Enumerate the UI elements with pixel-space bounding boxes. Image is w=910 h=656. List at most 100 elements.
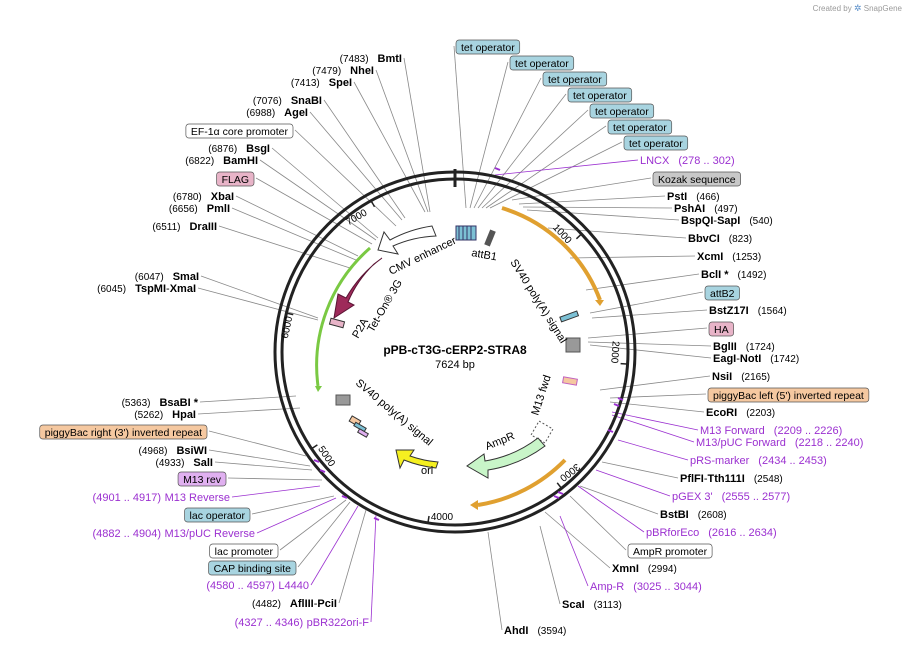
- ori-arrow[interactable]: [395, 449, 439, 470]
- left-label-flag-8[interactable]: FLAG: [222, 174, 249, 186]
- right-label-prs-marker-25[interactable]: pRS-marker: [690, 455, 750, 467]
- left-label-nhei-1[interactable]: NheI: [350, 65, 374, 77]
- piggybac-left-block[interactable]: [562, 376, 578, 386]
- left-label-cap-binding-site-24-box[interactable]: [208, 560, 297, 576]
- right-label-ha-17-box[interactable]: [708, 321, 734, 337]
- right-label-bglii-18[interactable]: BglII: [713, 341, 737, 353]
- right-label-attb2-15-box[interactable]: [704, 285, 740, 301]
- lac-cluster-block[interactable]: [348, 415, 370, 438]
- p2a-block[interactable]: [328, 317, 346, 329]
- right-label-bstz17i-16[interactable]: BstZ17I: [709, 305, 749, 317]
- ampr-arrow[interactable]: [466, 437, 546, 479]
- right-label-piggybac-left-5-inverted-repeat-21-box[interactable]: [707, 387, 870, 403]
- right-label-bbvci-12[interactable]: BbvCI: [688, 233, 720, 245]
- right-label-tet-operator-2[interactable]: tet operator: [548, 74, 602, 86]
- left-label-piggybac-right-3-inverted-repeat-16[interactable]: piggyBac right (3') inverted repeat: [45, 427, 202, 439]
- left-label-sali-18[interactable]: SalI: [193, 457, 213, 469]
- right-label-ahdi-34[interactable]: AhdI: [504, 625, 528, 637]
- left-label-flag-8-box[interactable]: [216, 171, 255, 187]
- right-label-tet-operator-3-box[interactable]: [567, 87, 633, 103]
- cmv-enhancer-arrow[interactable]: [377, 225, 437, 255]
- right-label-eagi-19-alt[interactable]: NotI: [740, 353, 761, 365]
- right-label-psti-9[interactable]: PstI: [667, 191, 687, 203]
- left-label-m13-rev-19-box[interactable]: [177, 471, 227, 487]
- left-label-xbai-9[interactable]: XbaI: [211, 191, 234, 203]
- right-label-tet-operator-5[interactable]: tet operator: [613, 122, 667, 134]
- left-label-bsiwi-17[interactable]: BsiWI: [176, 445, 207, 457]
- left-label-lac-promoter-23[interactable]: lac promoter: [215, 546, 274, 558]
- tet-operator-block[interactable]: [455, 225, 477, 241]
- right-label-bstbi-28[interactable]: BstBI: [660, 509, 689, 521]
- right-label-ampr-promoter-30[interactable]: AmpR promoter: [633, 546, 708, 558]
- right-label-tet-operator-6-box[interactable]: [623, 135, 689, 151]
- right-label-pbrforeco-29[interactable]: pBRforEco: [646, 527, 699, 539]
- left-label-bsgi-6[interactable]: BsgI: [246, 143, 270, 155]
- right-label-tet-operator-3[interactable]: tet operator: [573, 90, 627, 102]
- right-label-eagi-19[interactable]: EagI: [713, 353, 736, 365]
- left-label-snabi-3[interactable]: SnaBI: [291, 95, 322, 107]
- left-label-hpai-15[interactable]: HpaI: [172, 409, 196, 421]
- left-label-bamhi-7[interactable]: BamHI: [223, 155, 258, 167]
- left-label-lac-operator-21-box[interactable]: [184, 507, 251, 523]
- right-label-xcmi-13[interactable]: XcmI: [697, 251, 723, 263]
- right-label-kozak-sequence-8[interactable]: Kozak sequence: [658, 174, 736, 186]
- right-label-tet-operator-2-box[interactable]: [542, 71, 608, 87]
- left-label-pbr322ori-f-27[interactable]: pBR322ori-F: [307, 617, 370, 629]
- left-label-ef-1-core-promoter-5[interactable]: EF-1α core promoter: [191, 126, 289, 138]
- attb2-block[interactable]: [559, 310, 580, 323]
- left-label-m13-rev-19[interactable]: M13 rev: [183, 474, 222, 486]
- left-label-m13-reverse-20[interactable]: M13 Reverse: [165, 492, 230, 504]
- sv40-left-block[interactable]: [335, 394, 351, 406]
- left-label-piggybac-right-3-inverted-repeat-16-box[interactable]: [39, 424, 208, 440]
- right-label-ha-17[interactable]: HA: [714, 324, 729, 336]
- left-label-bsabi-14[interactable]: BsaBI *: [159, 397, 198, 409]
- left-label-agei-4[interactable]: AgeI: [284, 107, 308, 119]
- right-label-lncx-7[interactable]: LNCX: [640, 155, 670, 167]
- right-label-bspqi-11-alt[interactable]: SapI: [717, 215, 740, 227]
- right-label-amp-r-32[interactable]: Amp-R: [590, 581, 624, 593]
- left-label-afliii-26-alt[interactable]: PciI: [317, 598, 337, 610]
- right-label-tet-operator-0-box[interactable]: [455, 39, 521, 55]
- right-label-tet-operator-4-box[interactable]: [589, 103, 655, 119]
- right-label-piggybac-left-5-inverted-repeat-21[interactable]: piggyBac left (5') inverted repeat: [713, 390, 864, 402]
- left-label-tspmi-13[interactable]: TspMI: [135, 283, 166, 295]
- right-label-pshai-10[interactable]: PshAI: [674, 203, 705, 215]
- right-label-pgex-3-27[interactable]: pGEX 3': [672, 491, 713, 503]
- kozak-block[interactable]: [484, 229, 496, 247]
- right-label-tet-operator-1[interactable]: tet operator: [515, 58, 569, 70]
- right-label-scai-33[interactable]: ScaI: [562, 599, 585, 611]
- m13-fwd-block[interactable]: [530, 420, 554, 444]
- right-label-m13-forward-23[interactable]: M13 Forward: [700, 425, 765, 437]
- left-label-lac-operator-21[interactable]: lac operator: [190, 510, 246, 522]
- right-label-ampr-promoter-30-box[interactable]: [627, 543, 713, 559]
- left-label-pmli-10[interactable]: PmlI: [207, 203, 230, 215]
- tet-on-arrow[interactable]: [333, 257, 383, 320]
- left-label-afliii-26[interactable]: AflIII: [290, 598, 314, 610]
- ha-block[interactable]: [565, 337, 581, 353]
- right-label-tet-operator-0[interactable]: tet operator: [461, 42, 515, 54]
- right-label-nsii-20[interactable]: NsiI: [712, 371, 732, 383]
- right-label-attb2-15[interactable]: attB2: [710, 288, 735, 300]
- right-label-ecori-22[interactable]: EcoRI: [706, 407, 737, 419]
- left-label-ef-1-core-promoter-5-box[interactable]: [185, 123, 294, 139]
- left-label-m13-puc-reverse-22[interactable]: M13/pUC Reverse: [165, 528, 255, 540]
- left-label-bmti-0[interactable]: BmtI: [378, 53, 402, 65]
- right-label-tet-operator-4[interactable]: tet operator: [595, 106, 649, 118]
- right-label-pflfi-26-alt[interactable]: Tth111I: [708, 473, 745, 485]
- left-label-cap-binding-site-24[interactable]: CAP binding site: [214, 563, 292, 575]
- right-label-tet-operator-5-box[interactable]: [607, 119, 673, 135]
- left-label-l4440-25[interactable]: L4440: [278, 580, 309, 592]
- right-label-m13-puc-forward-24[interactable]: M13/pUC Forward: [696, 437, 786, 449]
- left-label-lac-promoter-23-box[interactable]: [209, 543, 279, 559]
- right-label-tet-operator-1-box[interactable]: [509, 55, 575, 71]
- left-label-draiii-11[interactable]: DraIII: [189, 221, 217, 233]
- right-label-xmni-31[interactable]: XmnI: [612, 563, 639, 575]
- right-label-bspqi-11[interactable]: BspQI: [681, 215, 713, 227]
- right-label-bcli-14[interactable]: BclI *: [701, 269, 729, 281]
- left-label-smai-12[interactable]: SmaI: [173, 271, 199, 283]
- right-label-tet-operator-6[interactable]: tet operator: [629, 138, 683, 150]
- left-label-tspmi-13-alt[interactable]: XmaI: [170, 283, 196, 295]
- right-label-pflfi-26[interactable]: PflFI: [680, 473, 704, 485]
